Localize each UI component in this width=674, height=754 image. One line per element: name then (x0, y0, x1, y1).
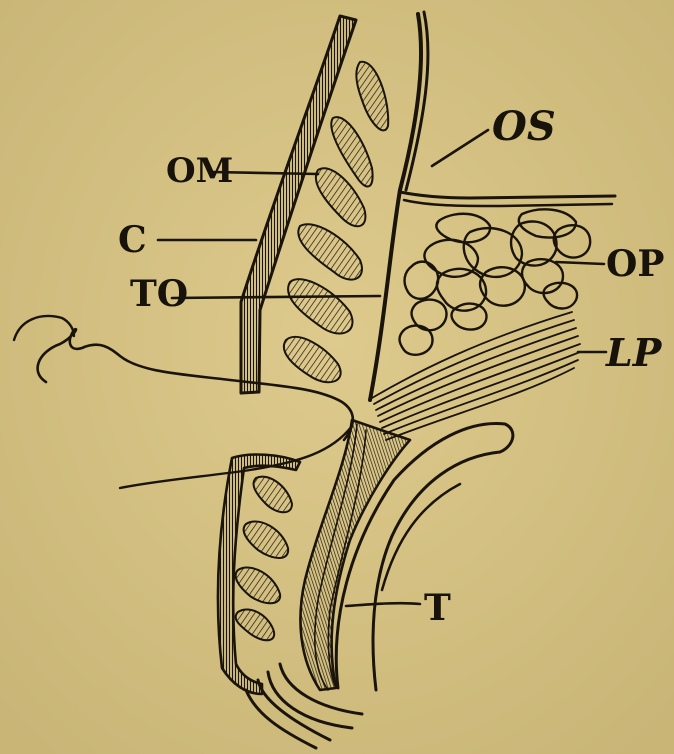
label-lp: LP (605, 330, 663, 375)
label-os: OS (492, 103, 556, 150)
label-c: C (118, 219, 147, 261)
label-t: T (424, 587, 451, 629)
label-op: OP (606, 243, 664, 285)
label-om: OM (166, 151, 233, 191)
label-to: TO (130, 273, 188, 315)
